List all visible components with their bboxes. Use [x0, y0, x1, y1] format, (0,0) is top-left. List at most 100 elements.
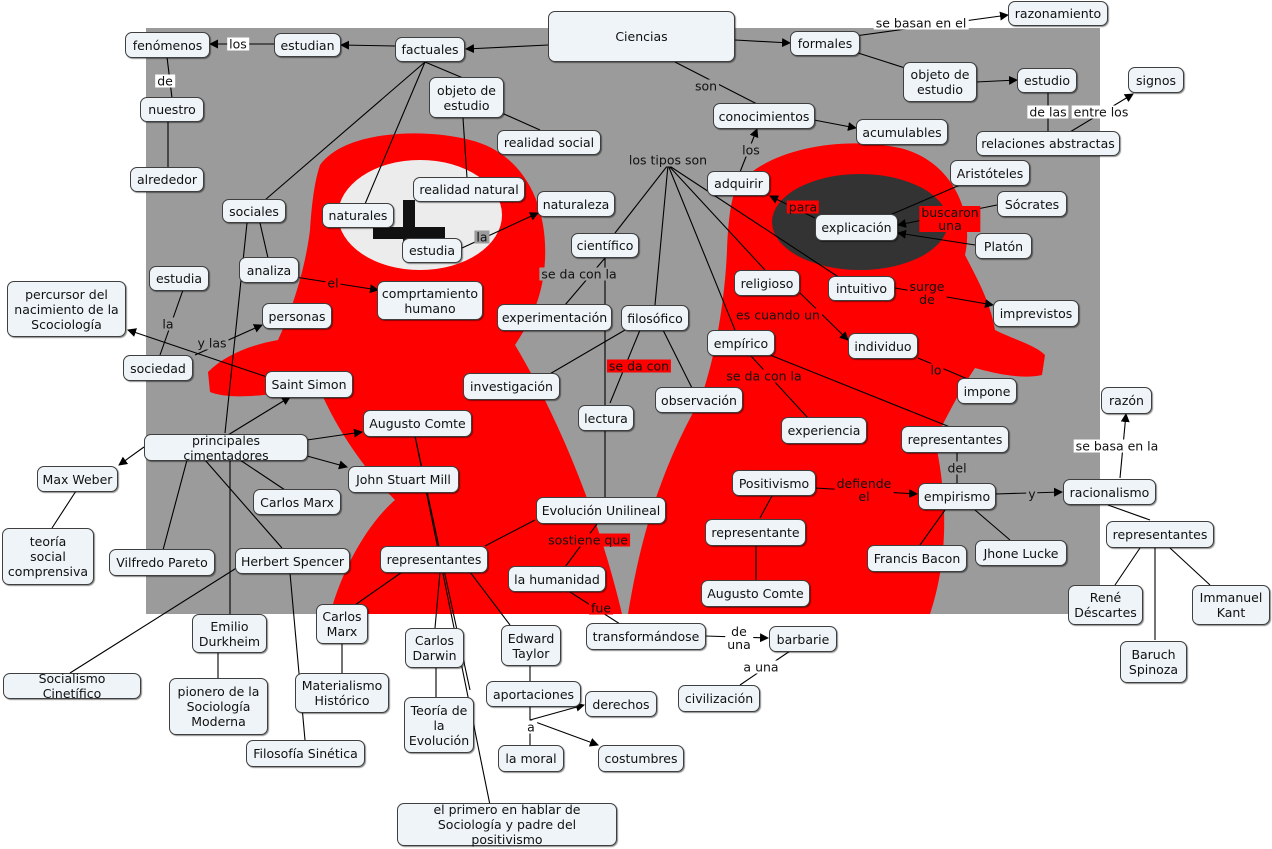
node-empirismo[interactable]: empirismo	[918, 483, 996, 510]
node-teoria-evolucion[interactable]: Teoría de la Evolución	[404, 697, 474, 753]
node-experiencia[interactable]: experiencia	[781, 417, 867, 444]
node-estudian[interactable]: estudian	[274, 33, 341, 57]
node-civilizacion[interactable]: civilización	[678, 685, 760, 712]
label-buscaron-una: buscaron una	[919, 205, 981, 233]
node-baruch-spinoza[interactable]: Baruch Spinoza	[1120, 641, 1187, 683]
label-son: son	[692, 78, 720, 94]
node-herbert-spencer[interactable]: Herbert Spencer	[235, 548, 350, 574]
node-estudio[interactable]: estudio	[1017, 68, 1077, 93]
node-derechos[interactable]: derechos	[585, 691, 657, 717]
node-representantes-1[interactable]: representantes	[901, 426, 1009, 453]
node-explicacion[interactable]: explicación	[815, 214, 898, 241]
node-jhone-lucke[interactable]: Jhone Lucke	[975, 540, 1067, 566]
node-francis-bacon[interactable]: Francis Bacon	[867, 545, 967, 572]
node-investigacion[interactable]: investigación	[463, 373, 560, 400]
label-y-las: y las	[195, 335, 229, 351]
node-alrededor[interactable]: alrededor	[130, 167, 204, 192]
label-fue: fue	[588, 600, 614, 616]
node-la-moral[interactable]: la moral	[498, 745, 564, 772]
label-los-tipos-son: los tipos son	[626, 152, 710, 168]
node-representantes-3[interactable]: representantes	[1106, 521, 1214, 548]
node-sociedad[interactable]: sociedad	[123, 355, 193, 381]
node-razonamiento[interactable]: razonamiento	[1008, 1, 1108, 26]
node-religioso[interactable]: religioso	[734, 270, 800, 296]
node-platon[interactable]: Platón	[975, 233, 1032, 259]
node-ciencias[interactable]: Ciencias	[548, 11, 735, 62]
node-naturales[interactable]: naturales	[322, 203, 394, 228]
label-el: el	[325, 275, 341, 291]
node-max-weber[interactable]: Max Weber	[37, 466, 118, 492]
node-augusto-comte-1[interactable]: Augusto Comte	[363, 410, 472, 437]
node-personas[interactable]: personas	[262, 303, 332, 329]
node-representante[interactable]: representante	[705, 519, 806, 546]
node-razon[interactable]: razón	[1101, 387, 1152, 414]
node-estudia-2[interactable]: estudia	[149, 266, 209, 291]
node-imprevistos[interactable]: imprevistos	[993, 300, 1079, 327]
node-nuestro[interactable]: nuestro	[140, 97, 204, 122]
node-carlos-marx-2[interactable]: Carlos Marx	[316, 604, 368, 644]
node-empirico[interactable]: empírico	[707, 330, 775, 356]
node-objeto-estudio-2[interactable]: objeto de estudio	[903, 62, 977, 102]
node-lectura[interactable]: lectura	[578, 405, 634, 431]
node-experimentacion[interactable]: experimentación	[497, 304, 612, 331]
node-edward-taylor[interactable]: Edward Taylor	[501, 625, 561, 666]
node-pionero[interactable]: pionero de la Sociología Moderna	[169, 678, 268, 735]
node-intuitivo[interactable]: intuitivo	[828, 276, 895, 301]
node-adquirir[interactable]: adquirir	[707, 171, 770, 196]
node-cientifico[interactable]: científico	[571, 233, 639, 258]
label-sostiene-que: sostiene que	[546, 532, 630, 548]
node-carlos-darwin[interactable]: Carlos Darwin	[405, 628, 464, 668]
node-analiza[interactable]: analiza	[239, 257, 299, 283]
node-objeto-estudio-1[interactable]: objeto de estudio	[429, 77, 504, 118]
node-evolucion-unilineal[interactable]: Evolución Unilineal	[536, 497, 666, 524]
node-fenomenos[interactable]: fenómenos	[125, 32, 210, 58]
node-aristoteles[interactable]: Aristóteles	[950, 160, 1030, 186]
node-la-humanidad[interactable]: la humanidad	[508, 566, 606, 592]
node-rene-descartes[interactable]: René Déscartes	[1068, 585, 1143, 625]
node-sociales[interactable]: sociales	[222, 199, 286, 223]
node-teoria-social[interactable]: teoría social comprensiva	[2, 528, 94, 585]
node-naturaleza[interactable]: naturaleza	[537, 191, 615, 217]
label-se-da-con-1: se da con	[606, 358, 672, 374]
node-racionalismo[interactable]: racionalismo	[1063, 479, 1156, 505]
node-augusto-comte-2[interactable]: Augusto Comte	[701, 580, 810, 607]
node-transformandose[interactable]: transformándose	[586, 623, 706, 650]
node-principales[interactable]: principales cimentadores	[144, 433, 308, 463]
node-socialismo-cientifico[interactable]: Socialismo Cinetífico	[3, 671, 141, 701]
node-john-stuart-mill[interactable]: John Stuart Mill	[348, 466, 459, 493]
node-immanuel-kant[interactable]: Immanuel Kant	[1192, 585, 1270, 625]
label-se-basa-en-la: se basa en la	[1073, 438, 1161, 454]
node-impone[interactable]: impone	[957, 378, 1017, 404]
node-individuo[interactable]: individuo	[848, 333, 918, 359]
node-vilfredo-pareto[interactable]: Vilfredo Pareto	[109, 549, 215, 576]
node-observacion[interactable]: observación	[655, 387, 743, 413]
node-acumulables[interactable]: acumulables	[856, 119, 948, 145]
node-materialismo[interactable]: Materialismo Histórico	[295, 673, 389, 713]
node-conocimientos[interactable]: conocimientos	[713, 103, 815, 129]
node-socrates[interactable]: Sócrates	[997, 191, 1067, 217]
node-factuales[interactable]: factuales	[395, 37, 465, 62]
node-el-primero[interactable]: el primero en hablar de Sociología y pad…	[397, 802, 617, 847]
node-filosofico[interactable]: filosófico	[621, 305, 689, 331]
node-comportamiento[interactable]: comprtamiento humano	[377, 281, 483, 320]
node-carlos-marx-1[interactable]: Carlos Marx	[253, 489, 341, 515]
node-signos[interactable]: signos	[1128, 67, 1184, 93]
node-percursor[interactable]: percursor del nacimiento de la Scociolog…	[7, 281, 126, 337]
label-y: y	[1026, 486, 1038, 502]
node-barbarie[interactable]: barbarie	[769, 626, 837, 652]
node-realidad-social[interactable]: realidad social	[497, 130, 601, 155]
label-es-cuando-un: es cuando un	[734, 307, 822, 323]
node-relaciones-abstractas[interactable]: relaciones abstractas	[976, 131, 1120, 156]
left-red-figure	[208, 133, 622, 614]
node-estudia-1[interactable]: estudia	[402, 238, 462, 263]
node-emilio-durkheim[interactable]: Emilio Durkheim	[192, 614, 267, 653]
node-realidad-natural[interactable]: realidad natural	[413, 177, 525, 202]
node-representantes-2[interactable]: representantes	[380, 546, 488, 573]
node-costumbres[interactable]: costumbres	[598, 745, 684, 772]
node-aportaciones[interactable]: aportaciones	[486, 681, 581, 707]
node-saint-simon[interactable]: Saint Simon	[265, 371, 353, 398]
node-formales[interactable]: formales	[790, 31, 860, 56]
node-positivismo[interactable]: Positivismo	[732, 470, 816, 496]
node-filosofia-sinetica[interactable]: Filosofía Sinética	[246, 740, 365, 767]
